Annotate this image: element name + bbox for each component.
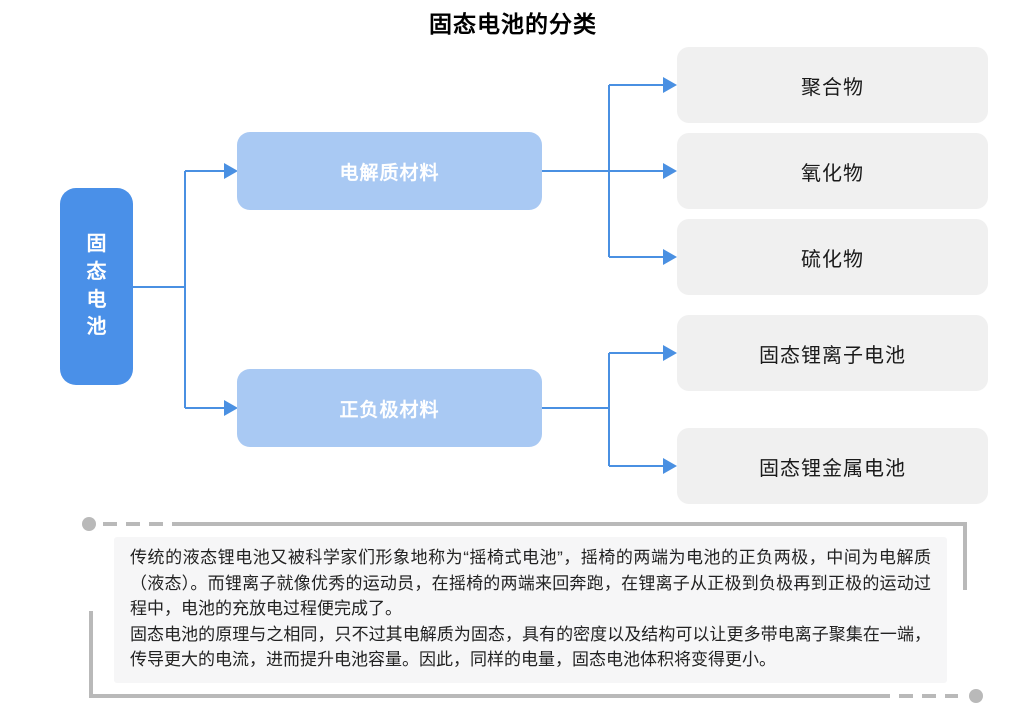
branch-node-electrode-material: 正负极材料 <box>237 369 542 447</box>
note-paragraph-liquid-battery: 传统的液态锂电池又被科学家们形象地称为“摇椅式电池”，摇椅的两端为电池的正负两极… <box>130 548 931 618</box>
root-node-label: 固态电池 <box>86 233 107 339</box>
leaf-node-label: 硫化物 <box>801 248 864 271</box>
leaf-node-oxide: 氧化物 <box>677 133 988 209</box>
page-title: 固态电池的分类 <box>429 11 597 37</box>
frame-dot-top-left <box>82 517 96 531</box>
leaf-node-polymer: 聚合物 <box>677 47 988 123</box>
leaf-node-label: 氧化物 <box>801 162 864 185</box>
branch-node-label: 正负极材料 <box>339 399 440 421</box>
branch-node-label: 电解质材料 <box>339 162 440 184</box>
leaf-node-sulfide: 硫化物 <box>677 219 988 295</box>
leaf-node-label: 聚合物 <box>801 76 864 99</box>
leaf-node-label: 固态锂离子电池 <box>759 344 906 367</box>
leaf-node-label: 固态锂金属电池 <box>759 457 906 480</box>
root-node-solid-state-battery: 固态电池 <box>60 188 133 385</box>
leaf-node-solid-state-li-ion-battery: 固态锂离子电池 <box>677 315 988 391</box>
leaf-node-solid-state-li-metal-battery: 固态锂金属电池 <box>677 428 988 504</box>
frame-dot-bottom-right <box>969 689 983 703</box>
note-paragraph-solid-battery: 固态电池的原理与之相同，只不过其电解质为固态，具有的密度以及结构可以让更多带电离… <box>130 624 931 670</box>
branch-node-electrolyte-material: 电解质材料 <box>237 132 542 210</box>
note-box: 传统的液态锂电池又被科学家们形象地称为“摇椅式电池”，摇椅的两端为电池的正负两极… <box>114 537 947 683</box>
